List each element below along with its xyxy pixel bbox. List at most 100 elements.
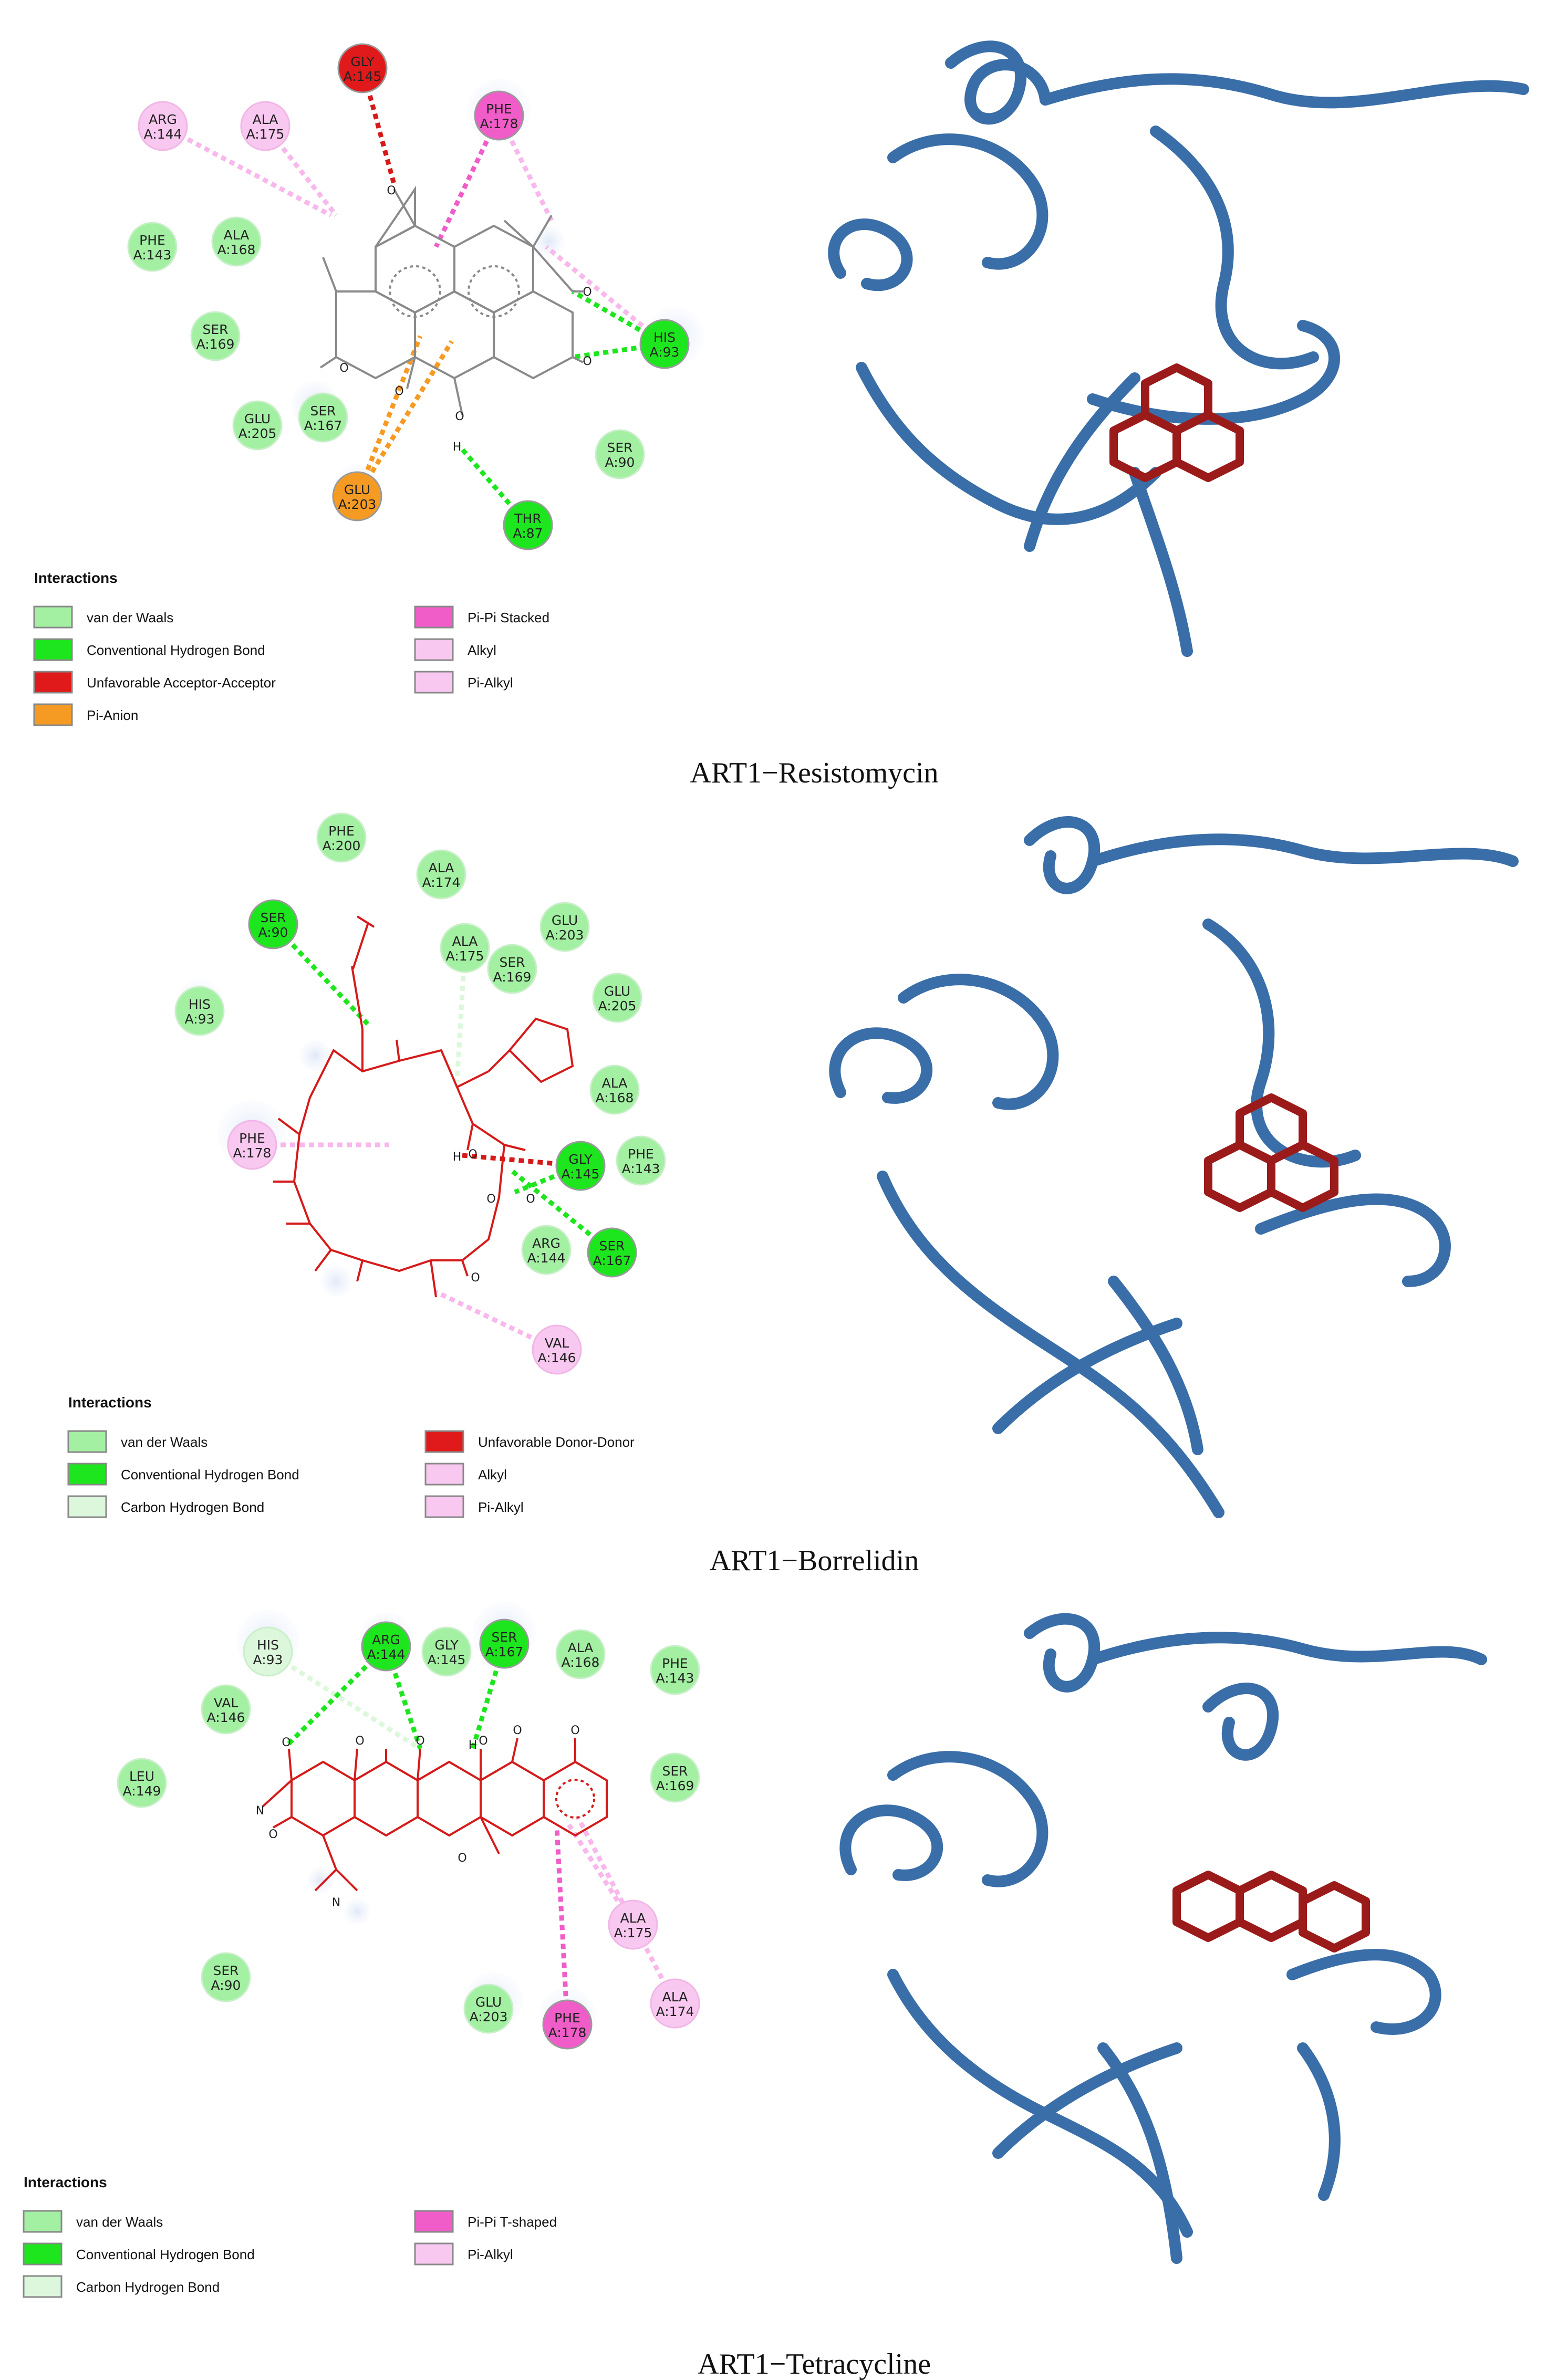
residue-id: A:167 [304, 418, 342, 433]
protein-ribbon-resistomycin [828, 40, 1529, 657]
legend-label: Alkyl [468, 642, 496, 658]
svg-text:O: O [479, 1735, 487, 1748]
protein-ribbon-tetracycline [839, 1613, 1487, 2264]
residue-name: PHE [554, 2010, 580, 2026]
residue-circle [616, 1135, 666, 1186]
residue-circle [474, 90, 524, 141]
residue-id: A:205 [238, 426, 277, 441]
residue-name: GLU [244, 411, 271, 426]
residue-id: A:175 [614, 1925, 652, 1940]
residue-name: PHE [239, 1131, 265, 1146]
residue-id: A:168 [596, 1090, 634, 1105]
interaction-line [383, 1645, 423, 1750]
residue-circle [592, 973, 642, 1023]
solvent-halo [344, 1898, 370, 1925]
legend-item: Conventional Hydrogen Bond [23, 2242, 255, 2266]
residue-id: A:90 [258, 925, 288, 940]
residue-id: A:168 [217, 242, 256, 257]
residue-circle [587, 1227, 637, 1278]
residue-circle [190, 311, 241, 361]
residue-name: VAL [545, 1335, 569, 1351]
legend-title: Interactions [24, 2174, 107, 2190]
residue-circle [487, 944, 537, 994]
legend-item: Conventional Hydrogen Bond [67, 1463, 299, 1486]
solvent-halo [307, 1867, 334, 1893]
legend-item: Alkyl [414, 638, 496, 661]
residue-circle [555, 1141, 606, 1191]
residue-id: A:93 [253, 1652, 283, 1667]
legend-label: Carbon Hydrogen Bond [121, 1499, 264, 1515]
protein-ribbon-borrelidin [829, 816, 1519, 1518]
svg-text:O: O [570, 1724, 579, 1737]
residue-circle [595, 429, 645, 479]
residue-id: A:144 [144, 127, 182, 142]
ligand-structure-resistomycin [319, 185, 584, 415]
legend-item: van der Waals [23, 2210, 163, 2233]
residue-circle [650, 1978, 700, 2029]
residue-id: A:143 [133, 247, 172, 263]
interaction-line [572, 341, 665, 360]
legend-swatch [414, 606, 454, 629]
residue-circle [211, 216, 262, 267]
legend-item: Pi-Alkyl [414, 671, 513, 694]
legend-swatch [414, 2210, 454, 2233]
residues: PHEA:200ALAA:174SERA:90ALAA:175GLUA:203S… [174, 812, 666, 1375]
residue-circle [361, 1621, 411, 1672]
residue-circle [201, 1952, 251, 2002]
panel-borrelidin: O O O H O PHEA:200ALAA:174SERA:90ALAA:17… [67, 812, 1519, 1577]
svg-text:O: O [395, 385, 403, 398]
svg-text:N: N [256, 1804, 264, 1818]
interaction-line [571, 289, 666, 346]
svg-text:O: O [387, 184, 396, 197]
legend-item: Pi-Alkyl [414, 2242, 513, 2266]
residue-id: A:205 [598, 998, 637, 1014]
residue-name: SER [213, 1963, 238, 1978]
legend-item: Pi-Pi T-shaped [414, 2210, 557, 2233]
residue-name: SER [260, 910, 286, 925]
residue-name: ALA [602, 1076, 628, 1091]
panel-tetracycline: N O O N O O O O H O O HISA:93ARGA:144GLY… [23, 1602, 1487, 2380]
legend-swatch [23, 2242, 63, 2266]
residue-circle [243, 1626, 293, 1677]
residue-name: ALA [429, 860, 454, 875]
residue-circle [639, 319, 690, 369]
residue-name: ALA [568, 1640, 594, 1655]
residue-circle [589, 1064, 640, 1115]
residue-circle [608, 1899, 658, 1950]
legend-title: Interactions [34, 570, 118, 586]
residue-id: A:149 [123, 1783, 161, 1799]
residue-circle [555, 1629, 606, 1679]
svg-text:O: O [526, 1193, 535, 1206]
svg-text:O: O [455, 410, 464, 423]
residue-name: ARG [372, 1632, 400, 1647]
residue-name: LEU [129, 1769, 154, 1784]
residue-id: A:203 [546, 927, 584, 943]
residue-circle [117, 1758, 167, 1808]
svg-text:O: O [513, 1724, 522, 1737]
svg-text:H: H [453, 441, 462, 454]
legend-label: Pi-Pi Stacked [468, 610, 549, 625]
residue-circle [650, 1645, 700, 1695]
residue-name: HIS [257, 1637, 279, 1653]
legend-label: Conventional Hydrogen Bond [87, 642, 265, 658]
residue-circle [521, 1225, 572, 1275]
svg-text:O: O [583, 286, 591, 299]
residue-circle [440, 923, 490, 973]
caption-tetracycline: ART1−Tetracycline [698, 2348, 931, 2380]
legend-swatch [33, 671, 73, 694]
